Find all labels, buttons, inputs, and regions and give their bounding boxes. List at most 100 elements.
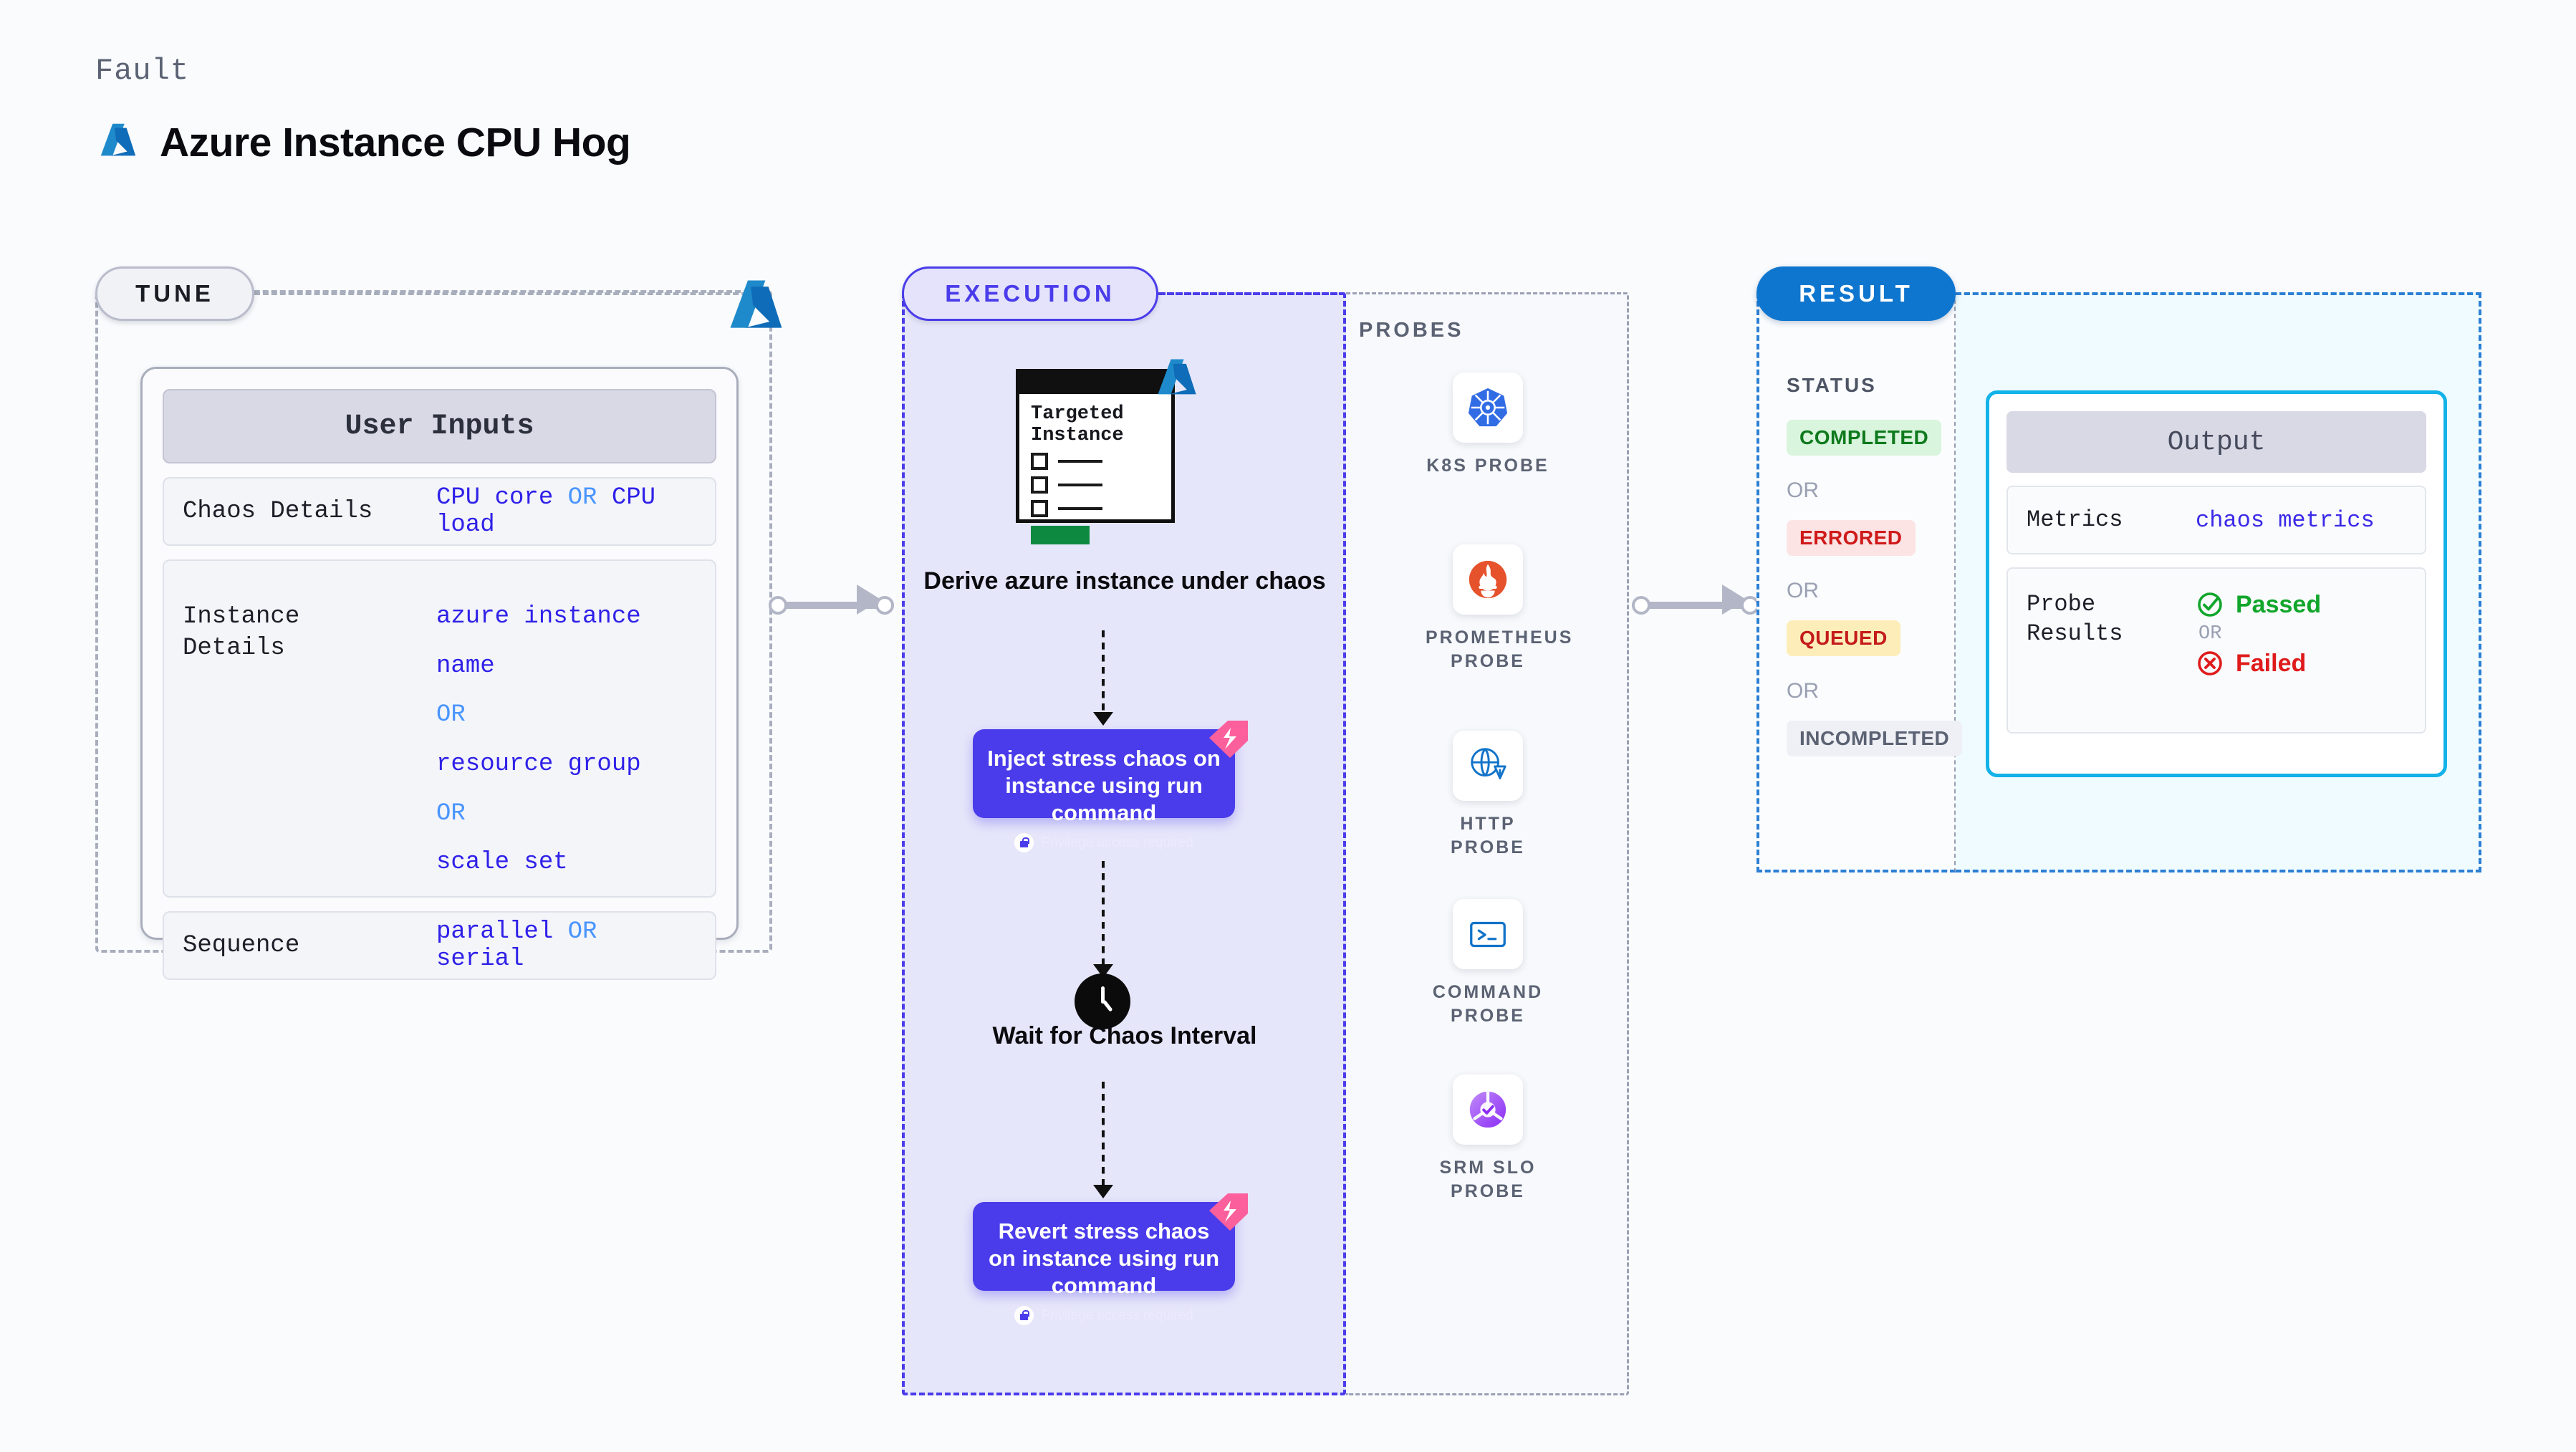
wait-caption: Wait for Chaos Interval	[992, 1022, 1257, 1049]
checkbox-icon	[1031, 453, 1048, 471]
check-circle-icon	[2198, 592, 2222, 617]
x-circle-icon	[2198, 651, 2222, 675]
instance-or-3: OR	[436, 799, 466, 827]
status-badge-incompleted: INCOMPLETED	[1787, 721, 1963, 756]
result-status-panel	[1756, 292, 1956, 872]
privilege-note: Privilege access required	[987, 833, 1221, 853]
revert-stress-step[interactable]: Revert stress chaos on instance using ru…	[973, 1193, 1248, 1326]
lock-icon	[1014, 1306, 1034, 1326]
flow-connector	[1102, 861, 1105, 967]
green-bar	[1031, 526, 1090, 545]
instance-or-1: OR	[436, 701, 466, 729]
chaos-ribbon-icon	[1206, 719, 1251, 761]
probe-label: PROMETHEUS PROBE	[1426, 628, 1574, 671]
row-value-alt: serial	[436, 946, 524, 973]
probe-result-or: OR	[2198, 623, 2222, 645]
line-placeholder	[1058, 460, 1102, 463]
probe-item-k8s[interactable]: K8S PROBE	[1426, 372, 1550, 478]
user-inputs-title: User Inputs	[163, 389, 716, 463]
flow-connector	[1102, 630, 1105, 715]
flow-arrowhead	[1093, 1185, 1113, 1198]
azure-logo-icon	[95, 118, 140, 166]
instance-value-2: resource group	[436, 751, 641, 779]
probe-item-command[interactable]: COMMAND PROBE	[1426, 899, 1550, 1027]
terminal-icon	[1453, 899, 1523, 969]
tune-lead-line	[254, 292, 756, 295]
lock-icon	[1014, 833, 1034, 853]
instance-value-4: scale set	[436, 849, 568, 877]
srm-slo-icon	[1453, 1074, 1523, 1145]
checkbox-row	[1031, 500, 1171, 518]
connector-dot	[1632, 596, 1650, 615]
execution-lead-line	[1158, 292, 1345, 295]
probe-label: SRM SLO PROBE	[1439, 1158, 1537, 1201]
connector-dot	[769, 596, 787, 615]
probe-item-http[interactable]: HTTP PROBE	[1426, 731, 1550, 859]
privilege-note: Privilege access required	[987, 1306, 1221, 1326]
probe-item-prometheus[interactable]: PROMETHEUS PROBE	[1426, 544, 1574, 673]
connector-tune-execution	[781, 602, 888, 609]
result-pill[interactable]: RESULT	[1756, 266, 1956, 321]
row-key: Chaos Details	[183, 497, 373, 525]
azure-logo-icon-tune	[722, 272, 788, 338]
tune-pill[interactable]: TUNE	[95, 266, 254, 321]
row-value-alt: CPU load	[436, 484, 656, 539]
status-or: OR	[1787, 579, 1819, 602]
line-placeholder	[1058, 507, 1102, 511]
status-badge-completed: COMPLETED	[1787, 420, 1942, 456]
step-title: Inject stress chaos on instance using ru…	[987, 746, 1221, 825]
page-title-row: Azure Instance CPU Hog	[95, 118, 631, 166]
chaos-ribbon-icon	[1206, 1192, 1251, 1234]
user-inputs-card: User Inputs Chaos Details CPU core OR CP…	[140, 367, 739, 980]
checkbox-row	[1031, 453, 1171, 471]
flow-arrowhead	[1093, 712, 1113, 726]
connector-execution-result	[1644, 602, 1744, 609]
row-sequence: Sequence parallel OR serial	[163, 911, 716, 980]
result-lead-line	[1956, 292, 2481, 295]
execution-pill[interactable]: EXECUTION	[902, 266, 1158, 321]
checkbox-icon	[1031, 476, 1048, 494]
probe-item-srm-slo[interactable]: SRM SLO PROBE	[1426, 1074, 1550, 1203]
probes-panel	[1346, 292, 1629, 1395]
row-value: parallel	[436, 918, 554, 946]
card-title-bar	[1019, 372, 1171, 394]
row-value: CPU core	[436, 484, 554, 511]
page-title: Azure Instance CPU Hog	[160, 119, 631, 165]
row-key: Metrics	[2027, 506, 2123, 534]
status-or: OR	[1787, 679, 1819, 703]
fault-eyebrow: Fault	[95, 54, 190, 88]
row-chaos-details: Chaos Details CPU core OR CPU load	[163, 477, 716, 546]
azure-logo-icon-card	[1152, 353, 1201, 402]
probe-result-passed: Passed	[2196, 590, 2321, 619]
derive-caption: Derive azure instance under chaos	[923, 567, 1326, 595]
probe-label: HTTP PROBE	[1451, 814, 1525, 857]
instance-value-0: azure instance name	[436, 603, 641, 680]
probe-label: K8S PROBE	[1426, 456, 1549, 476]
row-metrics: Metrics chaos metrics	[2007, 486, 2426, 554]
probes-section-label: PROBES	[1359, 319, 1464, 342]
row-value: chaos metrics	[2196, 506, 2375, 534]
connector-dot	[875, 596, 894, 615]
row-or: OR	[567, 484, 597, 511]
inject-stress-step[interactable]: Inject stress chaos on instance using ru…	[973, 721, 1248, 853]
checkbox-icon	[1031, 500, 1048, 518]
http-globe-icon	[1453, 731, 1523, 801]
flow-connector	[1102, 1082, 1105, 1188]
probe-label: COMMAND PROBE	[1432, 982, 1544, 1026]
row-or: OR	[567, 918, 597, 946]
probe-result-failed: Failed	[2196, 649, 2321, 678]
row-key: Sequence	[183, 931, 300, 959]
status-badge-queued: QUEUED	[1787, 620, 1900, 656]
output-title: Output	[2007, 411, 2426, 473]
status-label: STATUS	[1787, 374, 1877, 396]
status-badge-errored: ERRORED	[1787, 520, 1916, 556]
prometheus-icon	[1453, 544, 1523, 615]
